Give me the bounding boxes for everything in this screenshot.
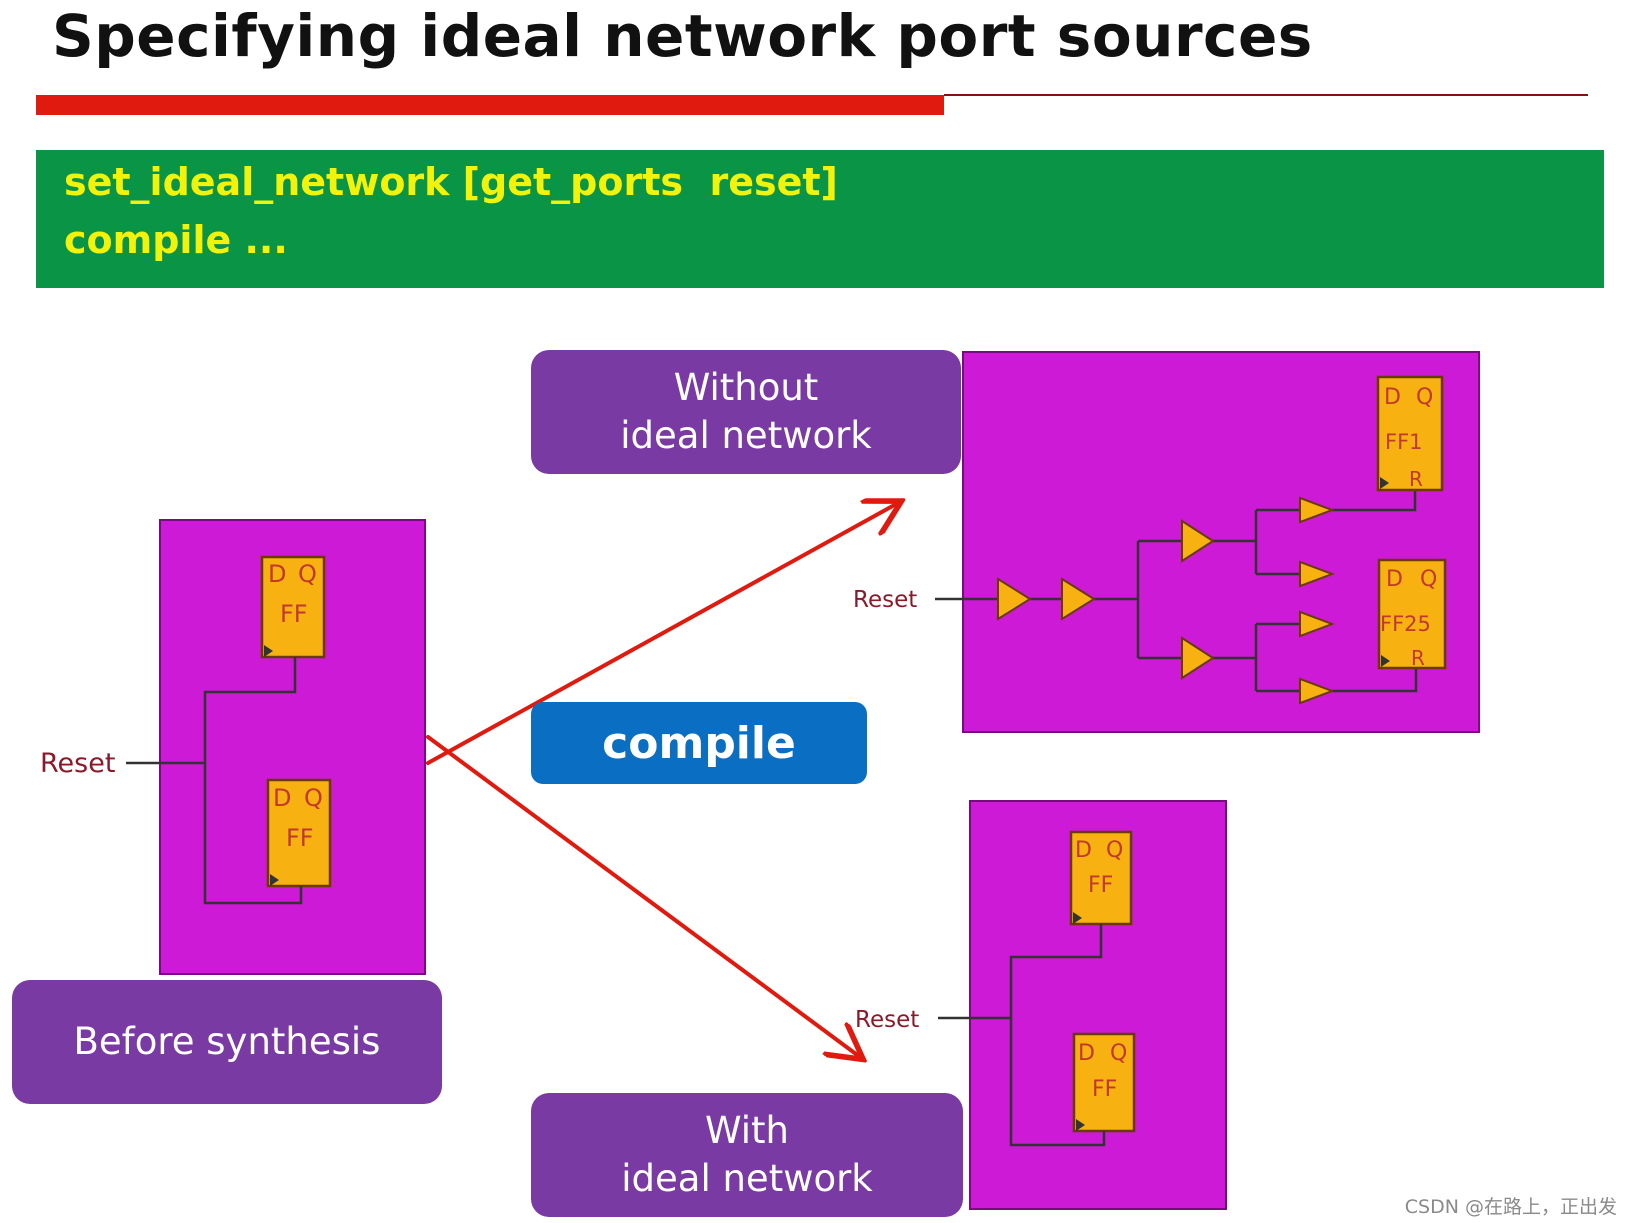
before-ff-top: D Q FF (260, 555, 326, 659)
buffer-triangle (997, 577, 1032, 621)
buffer-triangle (1299, 610, 1335, 638)
buffer-triangle (1299, 560, 1335, 588)
ff-d-label: D (268, 560, 286, 588)
with-label-line-1: With (704, 1109, 789, 1152)
compile-arrows (426, 503, 898, 1057)
buffer-triangle (1181, 519, 1215, 563)
with-reset-wires (938, 924, 1106, 1147)
ff-name-label: FF (280, 600, 308, 628)
without-reset-label: Reset (853, 587, 917, 613)
code-line-2: compile ... (64, 218, 288, 262)
without-buffers (997, 496, 1335, 705)
before-ff-bottom: D Q FF (266, 778, 332, 888)
ff-d-label: D (1384, 385, 1401, 410)
ff-name-label: FF (1088, 873, 1113, 898)
without-buffer-tree (935, 490, 1418, 693)
title-underline-bar (36, 95, 944, 115)
buffer-triangle (1299, 496, 1335, 524)
with-ff-bottom: D Q FF (1072, 1032, 1136, 1133)
without-ideal-network-label: Without ideal network (531, 350, 961, 474)
without-ff1: D Q FF1 R (1376, 375, 1444, 492)
ff-d-label: D (1075, 838, 1092, 863)
compile-label: compile (531, 702, 867, 784)
ff-q-label: Q (1110, 1041, 1127, 1066)
buffer-triangle (1181, 636, 1215, 680)
ff-q-label: Q (1106, 838, 1123, 863)
ff-d-label: D (1386, 567, 1403, 592)
with-label-line-2: ideal network (621, 1157, 873, 1200)
without-label-line-2: ideal network (620, 414, 872, 457)
code-line-1: set_ideal_network [get_ports reset] (64, 160, 838, 204)
with-reset-label: Reset (855, 1007, 919, 1033)
ff-q-label: Q (298, 560, 317, 588)
ff-name-label: FF (286, 824, 314, 852)
ff25-label: FF25 (1380, 612, 1431, 636)
ff-q-label: Q (304, 784, 323, 812)
without-ff25: D Q FF25 R (1377, 558, 1447, 670)
ff-name-label: FF (1092, 1077, 1117, 1102)
ff-r-label: R (1409, 467, 1423, 491)
ff-q-label: Q (1420, 567, 1437, 592)
title-underline-line (944, 94, 1588, 96)
ff-d-label: D (1078, 1041, 1095, 1066)
with-ff-top: D Q FF (1069, 830, 1133, 926)
with-ideal-network-label: With ideal network (531, 1093, 963, 1217)
ff-q-label: Q (1416, 385, 1433, 410)
buffer-triangle (1061, 577, 1096, 621)
code-box: set_ideal_network [get_ports reset] comp… (36, 150, 1604, 288)
before-reset-label: Reset (40, 748, 115, 779)
page-title: Specifying ideal network port sources (52, 2, 1313, 70)
ff1-label: FF1 (1385, 430, 1423, 454)
before-synthesis-label: Before synthesis (12, 980, 442, 1104)
ff-d-label: D (273, 784, 291, 812)
before-reset-wires (126, 657, 303, 905)
arrow-to-without (426, 503, 898, 765)
arrow-to-with (426, 735, 860, 1057)
buffer-triangle (1299, 677, 1335, 705)
ff-r-label: R (1411, 646, 1425, 670)
without-label-line-1: Without (673, 366, 819, 409)
watermark: CSDN @在路上，正出发 (1404, 1196, 1617, 1218)
